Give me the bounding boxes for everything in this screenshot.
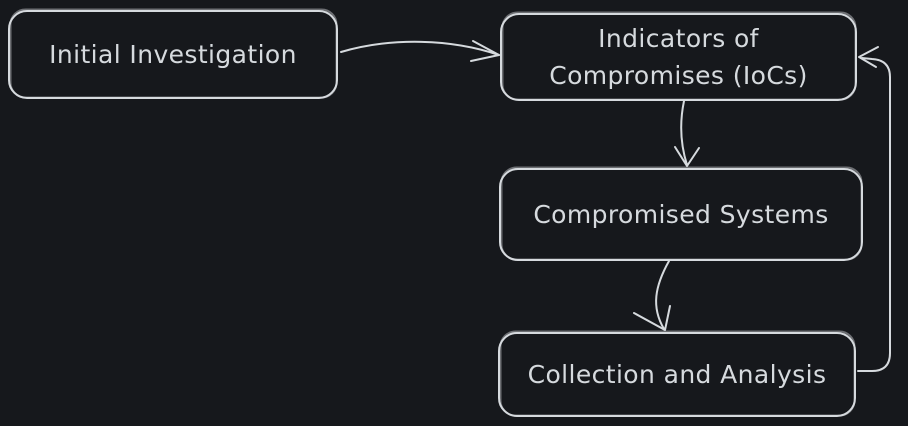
node-label-line: Compromises (IoCs) bbox=[549, 61, 808, 90]
node-label-line: Indicators of bbox=[598, 24, 759, 53]
node-compromised-systems-label[interactable]: Compromised Systems bbox=[500, 169, 862, 260]
node-label-line: Collection and Analysis bbox=[527, 360, 827, 389]
node-compromised-systems-box bbox=[499, 168, 863, 261]
edge-iocs-to-compromised-line bbox=[680, 100, 688, 166]
node-collection-and-analysis-box-sketch bbox=[499, 330, 856, 417]
node-compromised-systems-box-sketch bbox=[500, 166, 863, 261]
node-initial-investigation-box-sketch bbox=[9, 8, 338, 99]
node-indicators-of-compromises-box bbox=[500, 13, 857, 101]
edge-initial-to-iocs[interactable] bbox=[340, 40, 500, 62]
node-indicators-of-compromises[interactable] bbox=[500, 11, 857, 101]
node-indicators-of-compromises-box-sketch bbox=[501, 11, 857, 101]
node-collection-and-analysis[interactable] bbox=[498, 330, 856, 417]
edge-collection-to-iocs-loop-line bbox=[857, 57, 891, 372]
edge-initial-to-iocs-arrowhead-icon bbox=[470, 40, 500, 62]
edge-compromised-to-collection-arrowhead-icon bbox=[633, 305, 671, 331]
node-indicators-of-compromises-label[interactable]: Indicators of Compromises (IoCs) bbox=[501, 14, 856, 100]
node-collection-and-analysis-box bbox=[498, 332, 856, 417]
node-label-line: Compromised Systems bbox=[533, 200, 829, 229]
node-initial-investigation-box bbox=[8, 10, 338, 99]
edge-compromised-to-collection-line bbox=[655, 260, 670, 330]
node-compromised-systems[interactable] bbox=[499, 166, 863, 261]
edge-collection-to-iocs-loop[interactable] bbox=[857, 46, 891, 372]
node-initial-investigation[interactable] bbox=[8, 8, 338, 99]
edge-iocs-to-compromised[interactable] bbox=[674, 100, 700, 167]
node-initial-investigation-label[interactable]: Initial Investigation bbox=[9, 11, 337, 98]
node-label-line: Initial Investigation bbox=[49, 40, 297, 69]
edge-compromised-to-collection[interactable] bbox=[633, 260, 671, 331]
edge-collection-to-iocs-loop-arrowhead-icon bbox=[858, 46, 879, 68]
edge-iocs-to-compromised-arrowhead-icon bbox=[674, 146, 700, 167]
node-collection-and-analysis-label[interactable]: Collection and Analysis bbox=[499, 333, 855, 416]
edge-initial-to-iocs-line bbox=[340, 40, 500, 56]
